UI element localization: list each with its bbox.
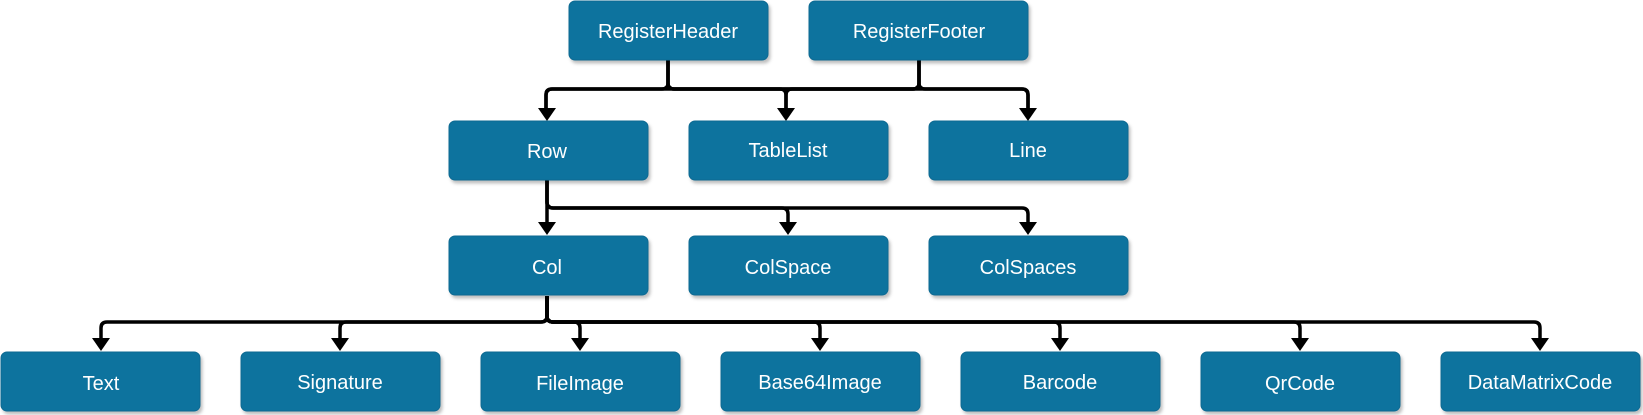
arrowhead-data-matrix-code <box>1531 338 1549 351</box>
arrowhead-col-space <box>779 222 797 235</box>
connector-col-to-text <box>99 296 549 343</box>
node-label-table-list: TableList <box>749 140 828 162</box>
node-label-line: Line <box>1009 140 1047 162</box>
arrowhead-col-spaces <box>1019 222 1037 235</box>
node-label-col: Col <box>532 257 562 279</box>
node-table-list: TableList <box>688 120 889 181</box>
node-register-footer: RegisterFooter <box>808 0 1029 61</box>
connector-register-header-to-row <box>544 60 670 112</box>
arrowheads <box>92 108 1549 351</box>
connectors <box>99 60 1542 343</box>
connector-register-footer-to-table-list <box>784 60 921 112</box>
node-data-matrix-code: DataMatrixCode <box>1440 351 1641 412</box>
arrowhead-table-list <box>777 108 795 121</box>
connector-row-to-col-spaces <box>545 180 1030 227</box>
node-label-data-matrix-code: DataMatrixCode <box>1468 372 1613 394</box>
node-base64-image: Base64Image <box>720 351 921 412</box>
arrowhead-row <box>538 108 556 121</box>
arrowhead-qr-code <box>1291 338 1309 351</box>
arrowhead-signature <box>331 338 349 351</box>
node-label-qr-code: QrCode <box>1265 373 1335 395</box>
arrowhead-col <box>538 222 556 235</box>
connector-col-to-qr-code <box>545 296 1302 343</box>
connector-register-header-to-table-list <box>666 60 788 112</box>
node-label-file-image: FileImage <box>536 373 624 395</box>
arrowhead-text <box>92 338 110 351</box>
arrowhead-barcode <box>1051 338 1069 351</box>
connector-col-to-data-matrix-code <box>545 296 1542 343</box>
connector-register-header-to-line <box>666 60 1030 112</box>
node-label-base64-image: Base64Image <box>758 372 881 394</box>
connector-register-footer-to-row <box>544 60 921 112</box>
node-col: Col <box>448 235 649 296</box>
connector-row-to-col-space <box>545 180 790 227</box>
connector-col-to-base64-image <box>545 296 822 343</box>
node-row: Row <box>448 120 649 181</box>
node-line: Line <box>928 120 1129 181</box>
node-col-spaces: ColSpaces <box>928 235 1129 296</box>
node-text: Text <box>0 351 201 412</box>
arrowhead-base64-image <box>811 338 829 351</box>
node-col-space: ColSpace <box>688 235 889 296</box>
node-label-register-footer: RegisterFooter <box>853 21 986 43</box>
node-register-header: RegisterHeader <box>568 0 769 61</box>
arrowhead-line <box>1019 108 1037 121</box>
node-barcode: Barcode <box>960 351 1161 412</box>
node-label-barcode: Barcode <box>1023 372 1098 394</box>
connector-col-to-signature <box>338 296 549 343</box>
node-label-register-header: RegisterHeader <box>598 21 738 43</box>
node-qr-code: QrCode <box>1200 351 1401 412</box>
node-label-row: Row <box>527 141 568 163</box>
connector-col-to-file-image <box>545 296 582 343</box>
connector-register-footer-to-line <box>917 60 1030 112</box>
node-signature: Signature <box>240 351 441 412</box>
node-label-signature: Signature <box>297 372 383 394</box>
node-file-image: FileImage <box>480 351 681 412</box>
node-label-col-spaces: ColSpaces <box>980 257 1077 279</box>
node-label-col-space: ColSpace <box>745 257 832 279</box>
arrowhead-file-image <box>571 338 589 351</box>
node-label-text: Text <box>83 373 120 395</box>
connector-col-to-barcode <box>545 296 1062 343</box>
